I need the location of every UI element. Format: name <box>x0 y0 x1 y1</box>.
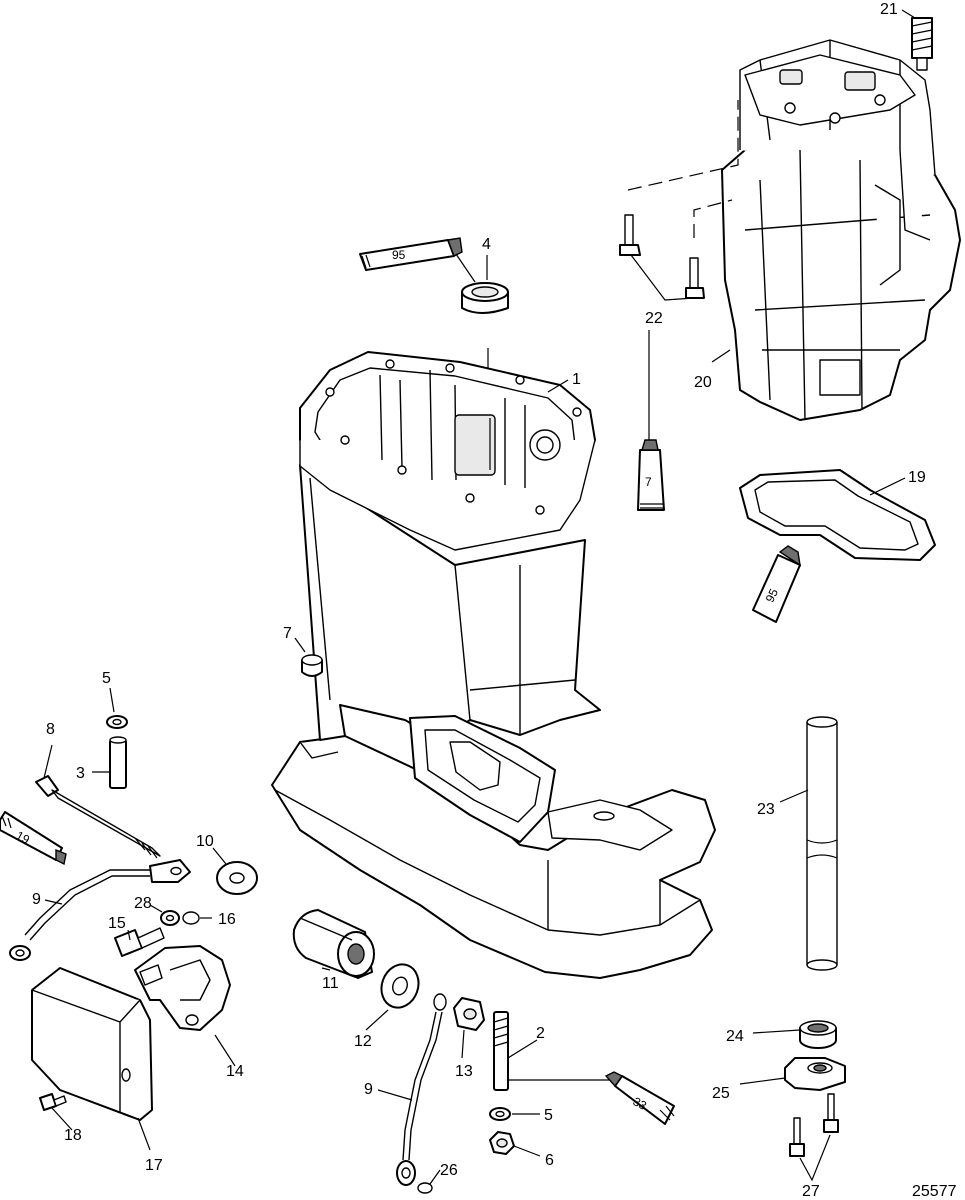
callout-13: 13 <box>455 1063 473 1080</box>
washer-16 <box>182 911 200 925</box>
seal-24 <box>799 1020 837 1049</box>
sealant-tube-19: 19 <box>0 811 67 866</box>
stud-3 <box>109 736 127 789</box>
callout-20: 20 <box>694 374 712 391</box>
bolt-22-a <box>619 214 641 256</box>
callout-25: 25 <box>712 1085 730 1102</box>
bolt-15 <box>114 927 165 957</box>
water-tube-23 <box>806 716 838 971</box>
alignment-line <box>627 100 739 191</box>
alignment-line <box>693 199 733 238</box>
sealant-label-95-top: 95 <box>392 248 406 262</box>
bracket-14 <box>134 945 231 1031</box>
callout-19: 19 <box>908 469 926 486</box>
retainer-25 <box>784 1057 846 1091</box>
callout-22: 22 <box>645 310 663 327</box>
callout-11: 11 <box>322 975 339 992</box>
callout-16: 16 <box>218 911 236 928</box>
callout-9-upper: 9 <box>32 891 41 908</box>
sealant-label-19: 19 <box>14 828 33 847</box>
sealant-label-95-right: 95 <box>763 586 781 604</box>
callout-21: 21 <box>880 1 898 18</box>
cover-17 <box>31 967 153 1121</box>
sealant-tube-95-right: 95 <box>752 545 801 623</box>
washer-12 <box>380 963 420 1009</box>
washer-26 <box>417 1182 433 1194</box>
screw-27-b <box>823 1093 839 1133</box>
sealant-tube-33: 33 <box>604 1071 675 1125</box>
nut-6 <box>489 1131 515 1155</box>
callout-7: 7 <box>283 625 292 642</box>
callout-28: 28 <box>134 895 152 912</box>
ground-wire-9-upper <box>9 859 191 961</box>
callout-27: 27 <box>802 1183 820 1200</box>
gasket-19 <box>739 469 936 561</box>
seal-4 <box>461 282 509 314</box>
bolt-8 <box>35 775 161 859</box>
callout-1: 1 <box>572 371 581 388</box>
adaptor-plate <box>721 39 961 421</box>
callout-17: 17 <box>145 1157 163 1174</box>
ground-wire-9-lower <box>396 993 447 1186</box>
stud-21 <box>911 17 933 71</box>
screw-18 <box>39 1093 67 1111</box>
callout-12: 12 <box>354 1033 372 1050</box>
plug-7 <box>301 654 323 677</box>
washer-5-bottom <box>489 1107 511 1121</box>
callout-9-lower: 9 <box>364 1081 373 1098</box>
callout-5-bottom: 5 <box>544 1107 553 1124</box>
callout-numbers: 1 2 3 4 5 5 6 7 8 9 9 10 11 12 13 14 15 … <box>32 1 926 1200</box>
callout-10: 10 <box>196 833 214 850</box>
leader-lines <box>43 9 916 1185</box>
callout-26: 26 <box>440 1162 458 1179</box>
driveshaft-housing <box>271 348 716 979</box>
sealant-label-33: 33 <box>631 1094 650 1113</box>
callout-5-top: 5 <box>102 670 111 687</box>
stud-2 <box>493 1011 509 1091</box>
washer-5-top <box>106 715 128 729</box>
mount-11 <box>292 909 375 979</box>
callout-3: 3 <box>76 765 85 782</box>
callout-8: 8 <box>46 721 55 738</box>
screw-27-a <box>789 1117 805 1157</box>
callout-24: 24 <box>726 1028 744 1045</box>
sealant-label-7: 7 <box>645 475 652 489</box>
callout-18: 18 <box>64 1127 82 1144</box>
callout-15: 15 <box>108 915 126 932</box>
callout-14: 14 <box>226 1063 244 1080</box>
callout-6: 6 <box>545 1152 554 1169</box>
sealant-tube-95-top: 95 <box>359 237 463 271</box>
figure-number: 25577 <box>912 1183 957 1200</box>
washer-10 <box>216 861 258 895</box>
callout-23: 23 <box>757 801 775 818</box>
callout-4: 4 <box>482 236 491 253</box>
lockwasher-28 <box>160 910 180 926</box>
bolt-22-b <box>685 257 705 299</box>
sealant-tube-7: 7 <box>637 439 665 511</box>
nut-13 <box>453 997 485 1031</box>
callout-2: 2 <box>536 1025 545 1042</box>
